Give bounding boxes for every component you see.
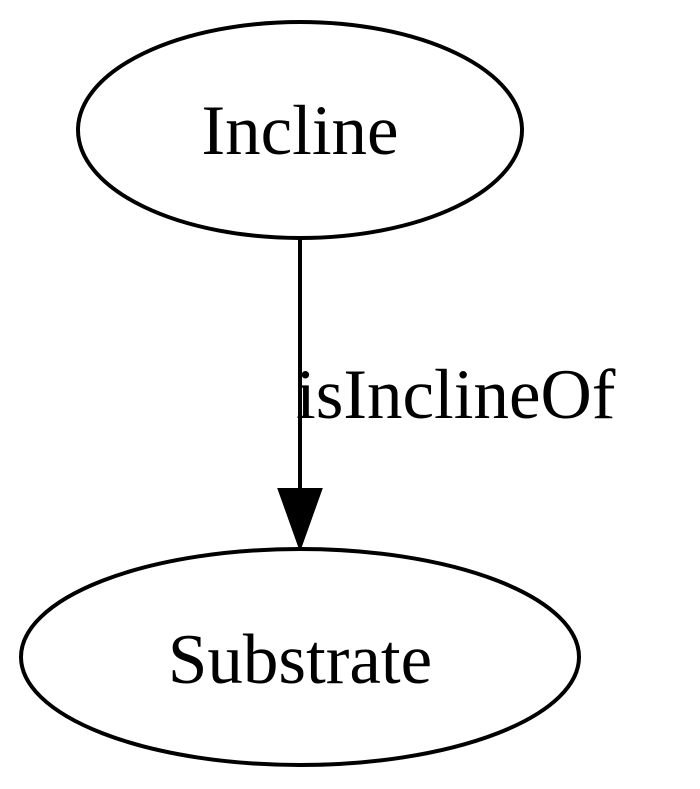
node-substrate-shape: [19, 547, 581, 767]
arrowhead-icon: [277, 488, 323, 552]
node-substrate[interactable]: Substrate: [19, 547, 581, 767]
edge-label-isinclineof: isInclineOf: [296, 356, 616, 434]
edge-incline-to-substrate: isInclineOf: [277, 238, 616, 552]
node-substrate-label: Substrate: [168, 621, 432, 699]
node-incline[interactable]: Incline: [76, 20, 524, 240]
node-incline-label: Incline: [201, 92, 398, 170]
